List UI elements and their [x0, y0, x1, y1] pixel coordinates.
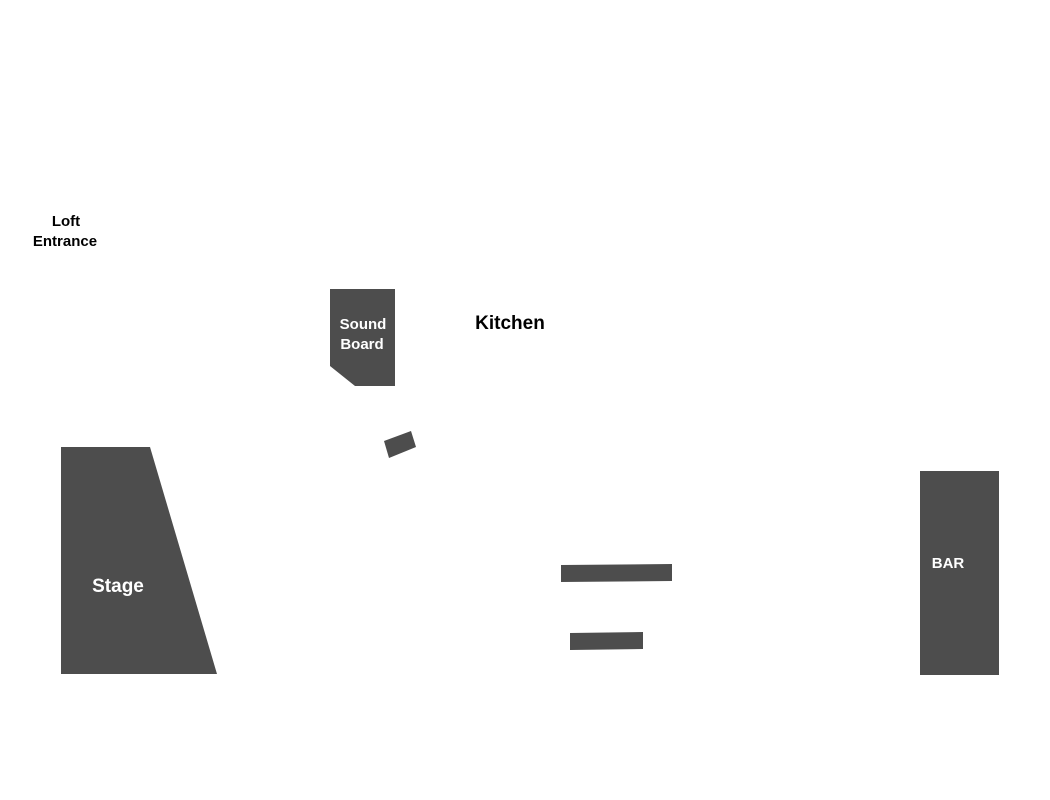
sound-board-shape [330, 289, 395, 386]
loft-entrance-line-1: Loft [52, 213, 80, 230]
stage: Stage [61, 447, 217, 674]
bar-shape [920, 471, 999, 675]
loft-entrance-line-2: Entrance [33, 233, 97, 250]
kitchen-label: Kitchen [475, 313, 545, 334]
sound-board-line-2: Board [340, 336, 383, 353]
stage-shape [61, 447, 217, 674]
long-table-upper [561, 564, 672, 582]
sound-board: Sound Board [330, 289, 395, 386]
sound-board-line-1: Sound [340, 316, 387, 333]
long-table-lower [570, 632, 643, 650]
stage-label: Stage [92, 576, 144, 597]
bar: BAR [920, 471, 999, 675]
bar-label: BAR [932, 555, 965, 572]
small-table [384, 431, 416, 458]
loft-entrance-label: Loft Entrance [33, 213, 97, 250]
